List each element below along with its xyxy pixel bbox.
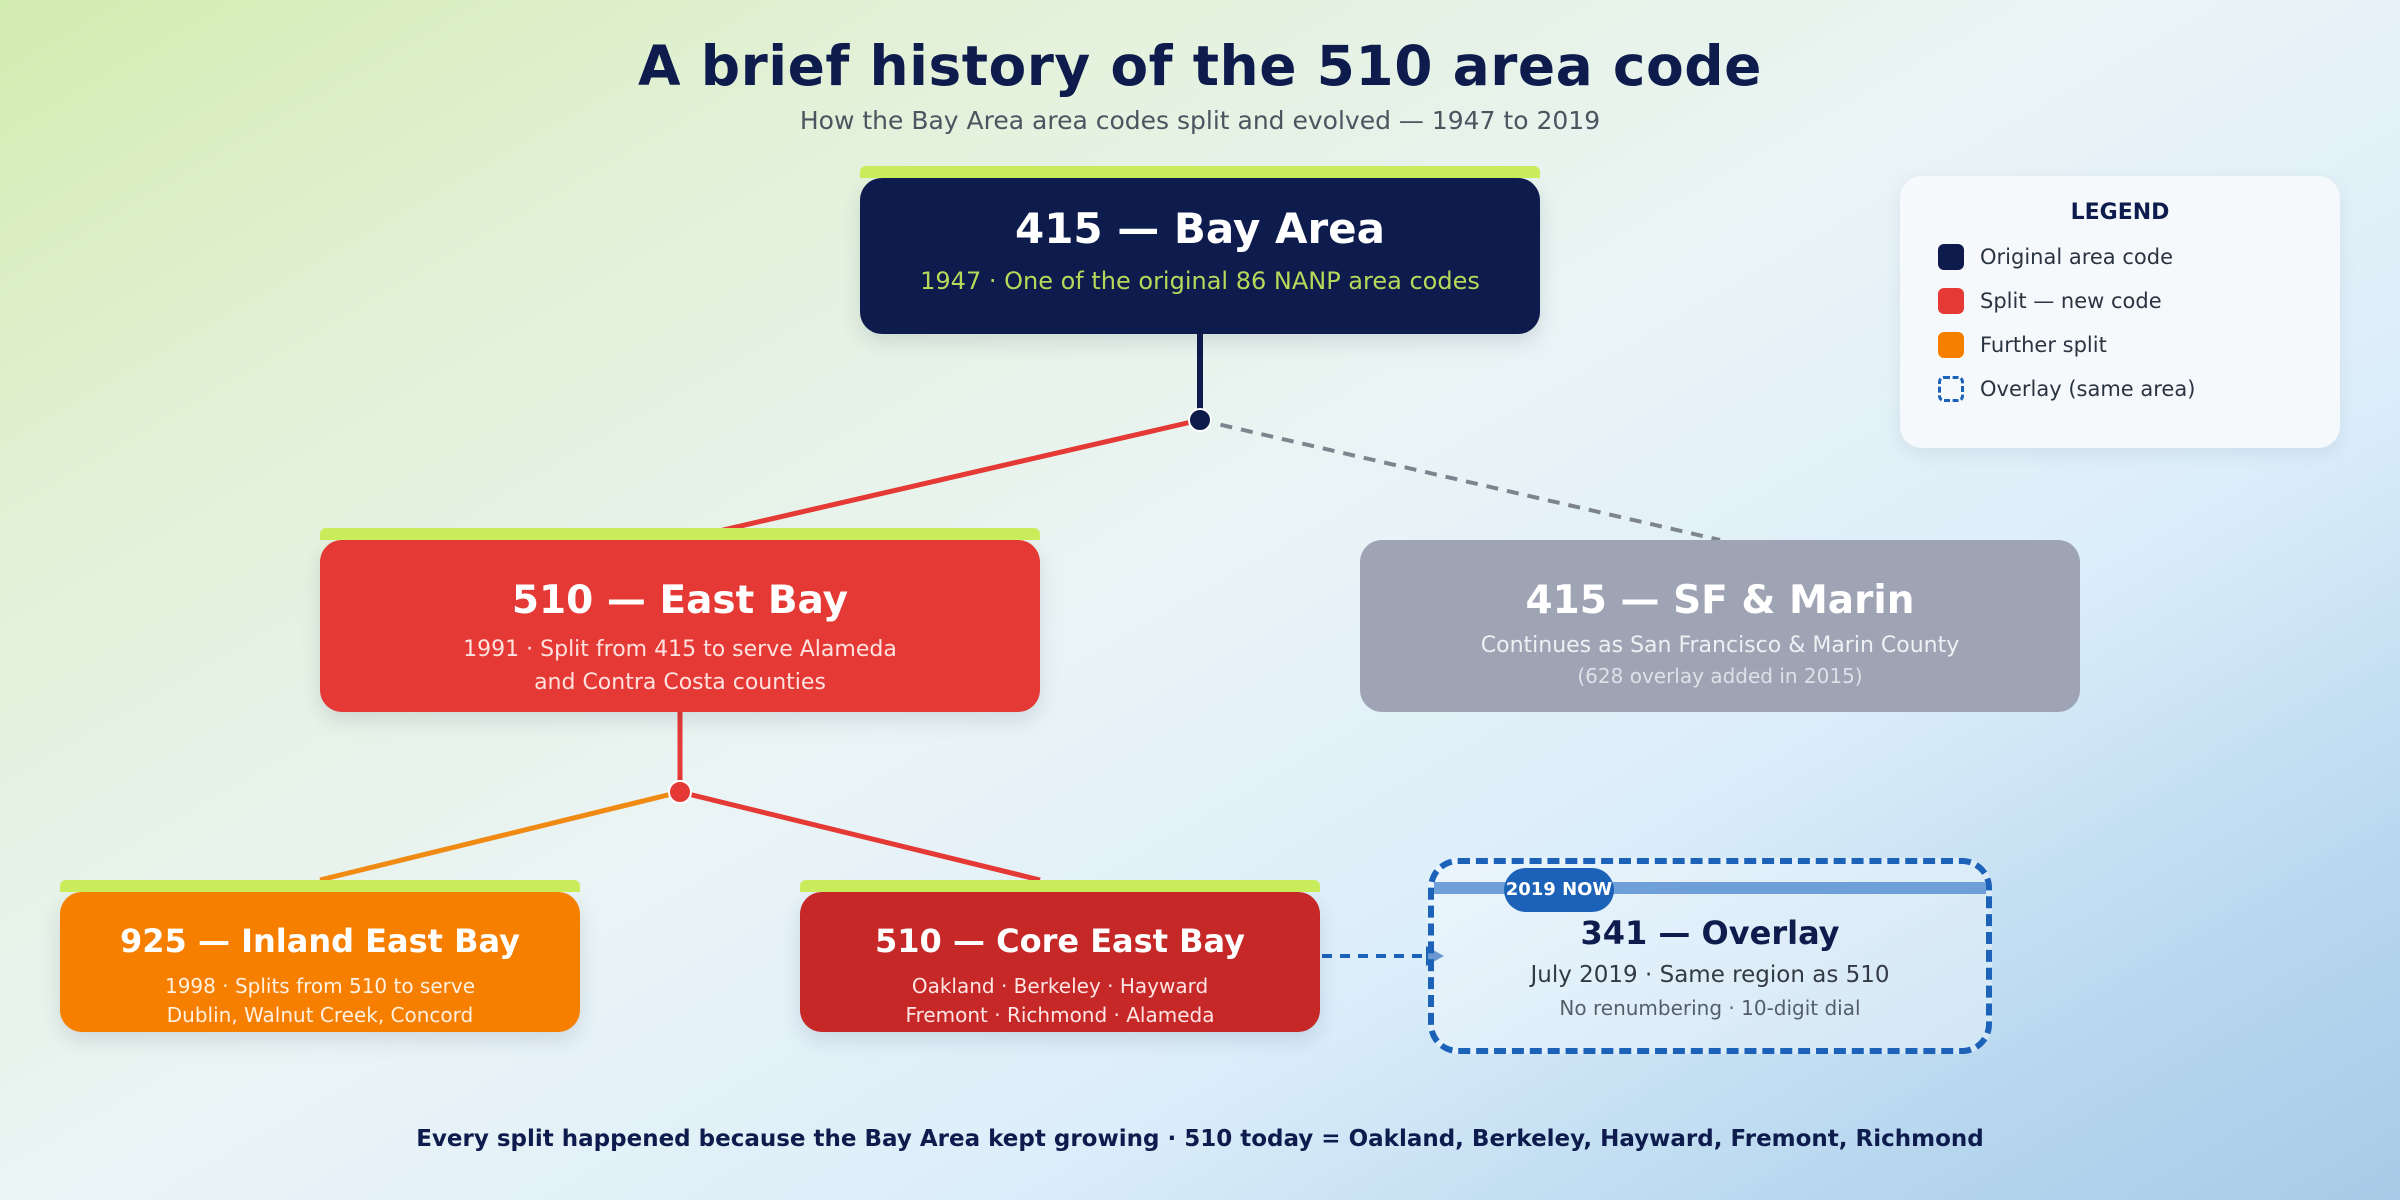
node-line-1: July 2019 · Same region as 510 bbox=[1530, 962, 1890, 988]
connector-510-to-core bbox=[679, 789, 1041, 883]
footer-note: Every split happened because the Bay Are… bbox=[416, 1126, 1984, 1152]
node-415-bay-area: 415 — Bay Area 1947 · One of the origina… bbox=[860, 166, 1540, 334]
legend-label: Further split bbox=[1980, 333, 2107, 357]
node-title: 415 — Bay Area bbox=[1014, 204, 1386, 253]
page-subtitle: How the Bay Area area codes split and ev… bbox=[799, 106, 1601, 135]
legend-panel: LEGEND Original area code Split — new co… bbox=[1900, 176, 2340, 448]
legend-title: LEGEND bbox=[2070, 200, 2170, 225]
node-description: Oakland · Berkeley · Hayward Fremont · R… bbox=[800, 972, 1320, 1030]
node-title: 925 — Inland East Bay bbox=[120, 922, 520, 960]
legend-swatch-original bbox=[1938, 244, 1964, 270]
node-line-2: No renumbering · 10-digit dial bbox=[1559, 996, 1861, 1020]
node-title: 510 — East Bay bbox=[511, 578, 849, 623]
legend-swatch-overlay bbox=[1938, 376, 1964, 402]
node-line-2: and Contra Costa counties bbox=[534, 670, 826, 695]
page-title: A brief history of the 510 area code bbox=[638, 34, 1762, 98]
junction-dot-root bbox=[1188, 408, 1212, 432]
accent-bar bbox=[320, 528, 1040, 540]
connector-root-to-510 bbox=[679, 417, 1201, 543]
node-title: 341 — Overlay bbox=[1580, 914, 1840, 952]
node-line-2: (628 overlay added in 2015) bbox=[1577, 664, 1863, 688]
node-line-2: Dublin, Walnut Creek, Concord bbox=[166, 1003, 474, 1027]
status-badge: 2019 NOW bbox=[1504, 868, 1614, 912]
junction-dot-510 bbox=[668, 780, 692, 804]
legend-swatch-further-split bbox=[1938, 332, 1964, 358]
legend-label: Original area code bbox=[1980, 245, 2173, 269]
legend-item-original: Original area code bbox=[1938, 235, 2302, 279]
node-510-east-bay: 510 — East Bay 1991 · Split from 415 to … bbox=[320, 528, 1040, 712]
node-line-1: Oakland · Berkeley · Hayward bbox=[911, 974, 1209, 998]
legend-item-split: Split — new code bbox=[1938, 279, 2302, 323]
legend-label: Split — new code bbox=[1980, 289, 2162, 313]
node-925-inland-east-bay: 925 — Inland East Bay 1998 · Splits from… bbox=[60, 880, 580, 1032]
connector-510-to-925 bbox=[319, 789, 681, 883]
connector-root-to-415sf bbox=[1199, 418, 1721, 542]
node-title: 415 — SF & Marin bbox=[1525, 578, 1915, 623]
legend-item-further-split: Further split bbox=[1938, 323, 2302, 367]
node-line-1: 1998 · Splits from 510 to serve bbox=[164, 974, 476, 998]
legend-swatch-split bbox=[1938, 288, 1964, 314]
node-line-2: Fremont · Richmond · Alameda bbox=[905, 1003, 1215, 1027]
accent-bar bbox=[860, 166, 1540, 178]
node-subtitle: 1947 · One of the original 86 NANP area … bbox=[920, 267, 1480, 295]
legend-label: Overlay (same area) bbox=[1980, 377, 2196, 401]
node-line-1: 1991 · Split from 415 to serve Alameda bbox=[463, 637, 897, 662]
node-title: 510 — Core East Bay bbox=[875, 922, 1245, 960]
node-341-overlay: 2019 NOW 341 — Overlay July 2019 · Same … bbox=[1428, 858, 1992, 1054]
legend-item-overlay: Overlay (same area) bbox=[1938, 367, 2302, 411]
node-415-sf-marin: 415 — SF & Marin Continues as San Franci… bbox=[1360, 540, 2080, 712]
accent-bar bbox=[60, 880, 580, 892]
node-description: 1991 · Split from 415 to serve Alameda a… bbox=[320, 633, 1040, 699]
accent-bar bbox=[800, 880, 1320, 892]
node-line-1: Continues as San Francisco & Marin Count… bbox=[1480, 633, 1960, 658]
node-510-core-east-bay: 510 — Core East Bay Oakland · Berkeley ·… bbox=[800, 880, 1320, 1032]
node-description: 1998 · Splits from 510 to serve Dublin, … bbox=[60, 972, 580, 1030]
